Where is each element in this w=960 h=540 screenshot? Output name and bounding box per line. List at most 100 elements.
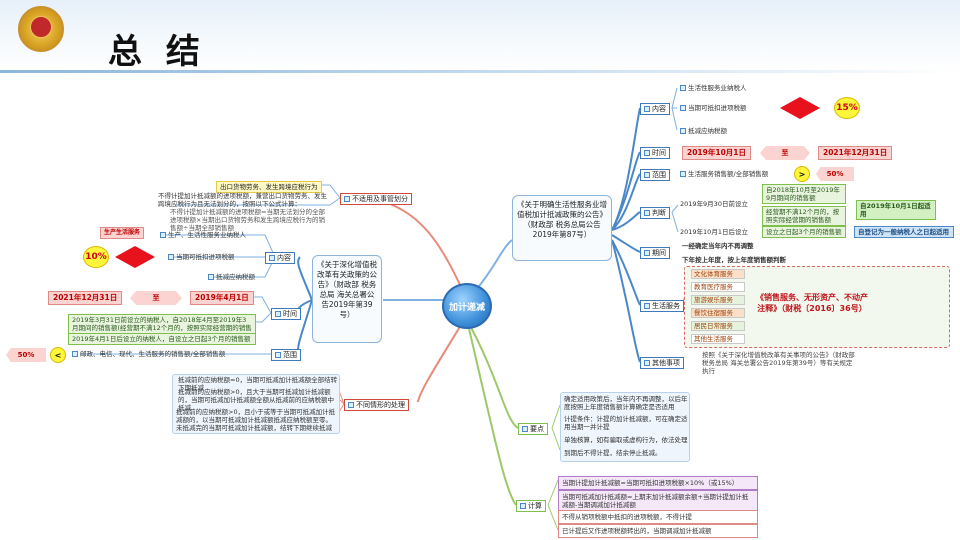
right-calc-item-2: 不得从销项税额中抵扣的进项税额，不得计提 bbox=[558, 510, 758, 524]
left-special-card bbox=[172, 374, 340, 434]
right-key-point-0: 确定适用政策后，当年内不再调整，以后年度按照上年度销售额计算确定是否适用 bbox=[564, 395, 688, 411]
node-icon bbox=[168, 254, 174, 260]
left-time-to: 至 bbox=[130, 291, 182, 305]
header-divider bbox=[0, 70, 960, 73]
right-period-item-1: 下年按上年度，按上年度销售额判断 bbox=[682, 256, 786, 264]
left-time-end: 2021年12月31日 bbox=[48, 291, 123, 305]
left-not-apply-node[interactable]: 不适用及事管划分 bbox=[340, 193, 412, 205]
right-time-end: 2021年12月31日 bbox=[818, 146, 893, 160]
node-icon bbox=[644, 210, 650, 216]
left-special-item-1: 抵减前的应纳税额>0，且大于当期可抵减加计抵减额的，当期可抵减加计抵减额全额从抵… bbox=[178, 388, 334, 412]
right-other-node[interactable]: 其他事项 bbox=[640, 357, 684, 369]
right-key-point-1: 计提条件：计提的加计抵减额，可在确定适用当期一并计提 bbox=[564, 415, 688, 431]
right-calc-label: 计算 bbox=[528, 502, 542, 510]
service-item-education: 教育医疗服务 bbox=[691, 282, 745, 292]
right-range-text: 生活服务销售额/全部销售额 bbox=[680, 170, 768, 178]
right-time-start: 2019年10月1日 bbox=[682, 146, 752, 160]
right-plus-diamond bbox=[780, 97, 820, 119]
node-icon bbox=[680, 85, 686, 91]
left-time-label: 时间 bbox=[283, 310, 297, 318]
node-icon bbox=[208, 274, 214, 280]
service-item-catering: 餐饮住宿服务 bbox=[691, 308, 745, 318]
right-judge-after-result: 自登记为一般纳税人之日起适用 bbox=[854, 226, 954, 238]
service-item-culture: 文化体育服务 bbox=[691, 269, 745, 279]
left-policy-card[interactable]: 《关于深化增值税改革有关政策的公告》（财政部 税务总局 海关总署公告2019年第… bbox=[312, 255, 382, 343]
right-calc-node[interactable]: 计算 bbox=[516, 500, 546, 512]
left-time-node[interactable]: 时间 bbox=[271, 308, 301, 320]
right-judge-before: 2019年9月30日前设立 bbox=[680, 200, 748, 208]
node-icon bbox=[344, 196, 350, 202]
right-judge-node[interactable]: 判断 bbox=[640, 207, 670, 219]
node-icon bbox=[269, 255, 275, 261]
right-rate-badge: 15% bbox=[834, 97, 860, 119]
service-item-other: 其他生活服务 bbox=[691, 334, 745, 344]
left-range-op: < bbox=[50, 347, 66, 363]
right-period-label: 期间 bbox=[652, 249, 666, 257]
right-content-item-input-tax: 当期可抵扣进项税额 bbox=[680, 104, 747, 112]
right-period-item-0: 一经确定当年内不再调整 bbox=[682, 242, 754, 250]
right-content-node[interactable]: 内容 bbox=[640, 103, 670, 115]
left-special-node[interactable]: 不同情形的处理 bbox=[344, 399, 409, 411]
left-special-item-0: 抵减前的应纳税额=0，当期可抵减加计抵减额全部结转下期抵减 bbox=[178, 376, 338, 392]
service-item-daily: 居民日常服务 bbox=[691, 321, 745, 331]
emblem-center-icon bbox=[30, 16, 52, 38]
right-services-node[interactable]: 生活服务 bbox=[640, 300, 684, 312]
center-topic[interactable]: 加计递减 bbox=[442, 283, 492, 329]
node-icon bbox=[680, 105, 686, 111]
right-other-label: 其他事项 bbox=[652, 359, 680, 367]
right-policy-card[interactable]: 《关于明确生活性服务业增值税加计抵减政策的公告》（财政部 税务总局公告2019年… bbox=[512, 195, 612, 261]
left-content-label: 内容 bbox=[277, 254, 291, 262]
left-range-item-after: 2019年4月1日后设立的纳税人，自设立之日起3个月的销售额 bbox=[68, 333, 256, 345]
left-range-node[interactable]: 范围 bbox=[271, 349, 301, 361]
left-rate-badge: 10% bbox=[83, 246, 109, 268]
right-key-points-node[interactable]: 要点 bbox=[518, 423, 548, 435]
right-range-node[interactable]: 范围 bbox=[640, 169, 670, 181]
node-icon bbox=[680, 171, 686, 177]
node-icon bbox=[275, 352, 281, 358]
right-key-point-3: 到期后不得计提，结余停止抵减。 bbox=[564, 449, 662, 457]
right-other-text: 按照《关于深化增值税改革有关事项的公告》（财政部 税务总局 海关总署公告2019… bbox=[702, 351, 855, 375]
header-banner bbox=[0, 0, 960, 72]
left-special-label: 不同情形的处理 bbox=[356, 401, 405, 409]
node-icon bbox=[644, 360, 650, 366]
left-not-apply-item-export: 出口货物劳务、发生跨境应税行为 bbox=[216, 181, 322, 193]
right-range-rate: 50% bbox=[816, 167, 854, 181]
left-plus-diamond bbox=[115, 246, 155, 268]
left-content-tag: 生产生活服务 bbox=[100, 227, 145, 239]
center-topic-label: 加计递减 bbox=[448, 302, 485, 313]
left-not-apply-formula: 不得计提加计抵减额的进项税额=当期无法划分的全部进项税额×当期出口货物劳务和发生… bbox=[170, 208, 325, 232]
node-icon bbox=[644, 172, 650, 178]
right-time-to: 至 bbox=[760, 146, 810, 160]
right-policy-text: 《关于明确生活性服务业增值税加计抵减政策的公告》（财政部 税务总局公告2019年… bbox=[517, 200, 607, 239]
node-icon bbox=[680, 128, 686, 134]
node-icon bbox=[644, 150, 650, 156]
right-content-item-offset: 抵减应纳税额 bbox=[680, 127, 727, 135]
right-key-point-2: 单独核算，如有骗取或虚构行为，依法处理 bbox=[564, 436, 688, 444]
node-icon bbox=[644, 106, 650, 112]
left-time-start: 2019年4月1日 bbox=[190, 291, 254, 305]
node-icon bbox=[644, 303, 650, 309]
right-judge-after-period: 设立之日起3个月的销售额 bbox=[762, 226, 846, 238]
right-content-label: 内容 bbox=[652, 105, 666, 113]
right-judge-before-period: 自2018年10月至2019年9月期间的销售额 bbox=[762, 184, 846, 204]
right-time-node[interactable]: 时间 bbox=[640, 147, 670, 159]
node-icon bbox=[348, 402, 354, 408]
node-icon bbox=[522, 426, 528, 432]
right-key-points-label: 要点 bbox=[530, 425, 544, 433]
left-content-node[interactable]: 内容 bbox=[265, 252, 295, 264]
right-period-node[interactable]: 期间 bbox=[640, 247, 670, 259]
left-not-apply-label: 不适用及事管划分 bbox=[352, 195, 408, 203]
left-special-item-2: 抵减前的应纳税额>0，且小于或等于当期可抵减加计抵减额的，以当期可抵减加计抵减额… bbox=[176, 408, 336, 432]
right-content-item-taxpayer: 生活性服务业纳税人 bbox=[680, 84, 747, 92]
left-policy-text: 《关于深化增值税改革有关政策的公告》（财政部 税务总局 海关总署公告2019年第… bbox=[317, 260, 377, 319]
right-services-note: 《销售服务、无形资产、不动产注释》（财税〔2016〕36号） bbox=[756, 293, 868, 313]
node-icon bbox=[520, 503, 526, 509]
right-judge-before-short: 经营期不满12个月的，按照实际经营期的销售额 bbox=[762, 206, 846, 226]
service-item-tourism: 旅游娱乐服务 bbox=[691, 295, 745, 305]
page-title: 总 结 bbox=[108, 32, 206, 72]
right-time-label: 时间 bbox=[652, 149, 666, 157]
right-judge-label: 判断 bbox=[652, 209, 666, 217]
left-content-item-input-tax: 当期可抵扣进项税额 bbox=[168, 253, 235, 261]
left-content-item-taxpayer: 生产、生活性服务业纳税人 bbox=[160, 231, 246, 239]
